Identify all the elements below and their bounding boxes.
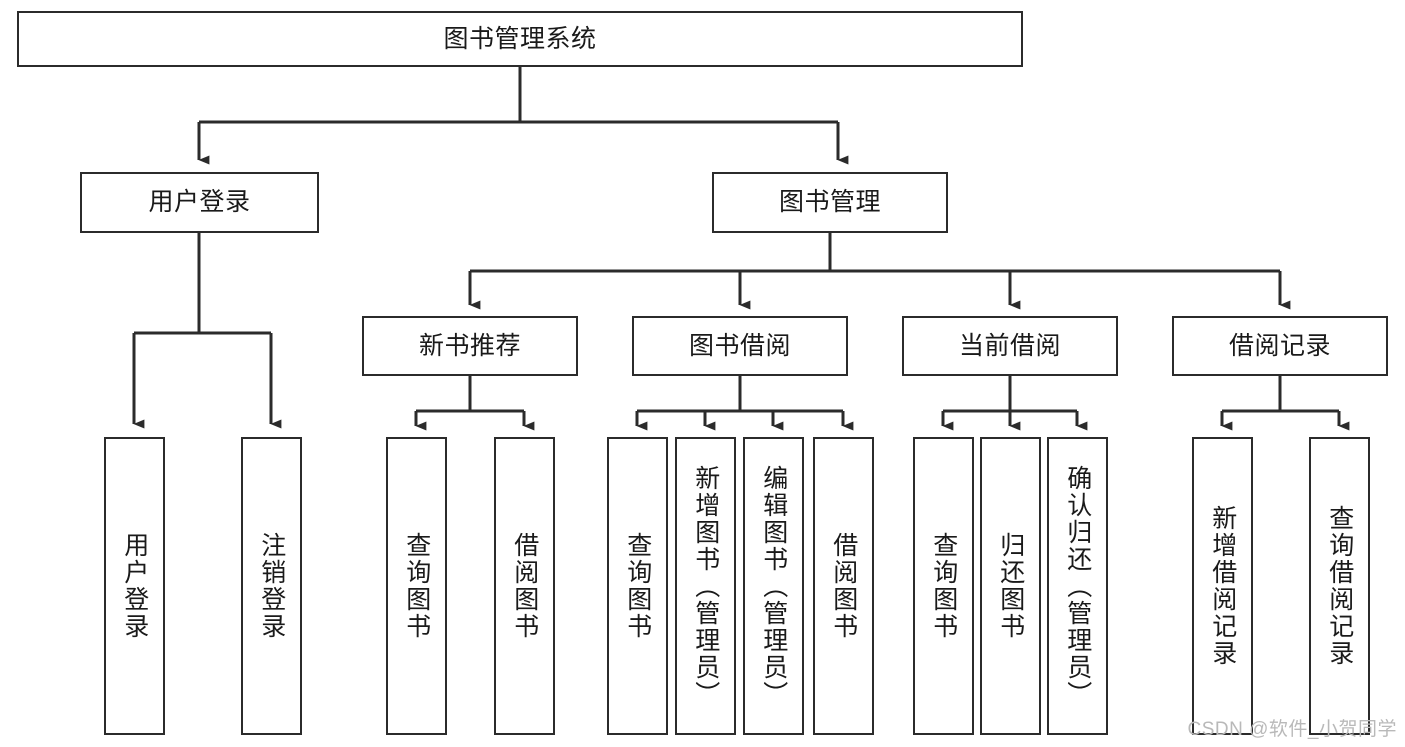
leaf-return-book[interactable]: 归还图书 bbox=[980, 437, 1041, 735]
leaf-query-borrow-record-label: 查询借阅记录 bbox=[1325, 505, 1354, 667]
node-book-management[interactable]: 图书管理 bbox=[712, 172, 948, 233]
leaf-add-borrow-record[interactable]: 新增借阅记录 bbox=[1192, 437, 1253, 735]
leaf-query-book-borrow[interactable]: 查询图书 bbox=[607, 437, 668, 735]
leaf-edit-book-admin[interactable]: 编辑图书（管理员） bbox=[743, 437, 804, 735]
leaf-borrow-book-label: 借阅图书 bbox=[829, 532, 858, 640]
node-root[interactable]: 图书管理系统 bbox=[17, 11, 1023, 67]
leaf-confirm-return-admin[interactable]: 确认归还（管理员） bbox=[1047, 437, 1108, 735]
node-current-borrow-label: 当前借阅 bbox=[958, 331, 1061, 360]
leaf-query-book-recommend-label: 查询图书 bbox=[402, 532, 431, 640]
node-new-book-recommend-label: 新书推荐 bbox=[418, 331, 521, 360]
leaf-query-book-current[interactable]: 查询图书 bbox=[913, 437, 974, 735]
node-book-borrow[interactable]: 图书借阅 bbox=[632, 316, 848, 376]
leaf-query-book-borrow-label: 查询图书 bbox=[623, 532, 652, 640]
leaf-add-book-admin-label: 新增图书（管理员） bbox=[691, 464, 720, 708]
leaf-query-book-recommend[interactable]: 查询图书 bbox=[386, 437, 447, 735]
node-book-borrow-label: 图书借阅 bbox=[688, 331, 791, 360]
leaf-borrow-book-recommend[interactable]: 借阅图书 bbox=[494, 437, 555, 735]
node-root-label: 图书管理系统 bbox=[443, 24, 597, 53]
leaf-query-borrow-record[interactable]: 查询借阅记录 bbox=[1309, 437, 1370, 735]
watermark-text: CSDN @软件_小贺同学 bbox=[1187, 719, 1397, 740]
leaf-logout-label: 注销登录 bbox=[257, 532, 286, 640]
leaf-borrow-book[interactable]: 借阅图书 bbox=[813, 437, 874, 735]
leaf-add-borrow-record-label: 新增借阅记录 bbox=[1208, 505, 1237, 667]
node-borrow-record-label: 借阅记录 bbox=[1228, 331, 1331, 360]
leaf-logout[interactable]: 注销登录 bbox=[241, 437, 302, 735]
leaf-query-book-current-label: 查询图书 bbox=[929, 532, 958, 640]
node-current-borrow[interactable]: 当前借阅 bbox=[902, 316, 1118, 376]
leaf-add-book-admin[interactable]: 新增图书（管理员） bbox=[675, 437, 736, 735]
leaf-borrow-book-recommend-label: 借阅图书 bbox=[510, 532, 539, 640]
leaf-confirm-return-admin-label: 确认归还（管理员） bbox=[1063, 464, 1092, 708]
node-user-login[interactable]: 用户登录 bbox=[80, 172, 319, 233]
node-borrow-record[interactable]: 借阅记录 bbox=[1172, 316, 1388, 376]
leaf-user-login-label: 用户登录 bbox=[120, 532, 149, 640]
node-new-book-recommend[interactable]: 新书推荐 bbox=[362, 316, 578, 376]
leaf-user-login[interactable]: 用户登录 bbox=[104, 437, 165, 735]
leaf-edit-book-admin-label: 编辑图书（管理员） bbox=[759, 464, 788, 708]
node-user-login-label: 用户登录 bbox=[148, 188, 251, 217]
leaf-return-book-label: 归还图书 bbox=[996, 532, 1025, 640]
node-book-management-label: 图书管理 bbox=[778, 188, 881, 217]
